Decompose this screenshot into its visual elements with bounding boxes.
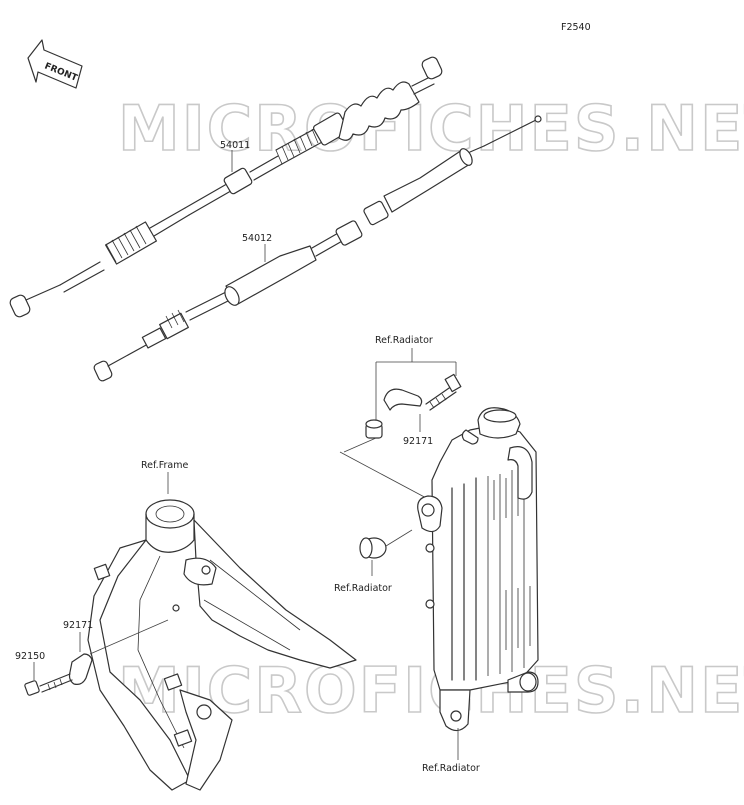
label-54012: 54012 bbox=[242, 233, 272, 244]
watermark-top: MICROFICHES.NET bbox=[118, 92, 744, 165]
label-92171-lower: 92171 bbox=[63, 620, 93, 631]
label-92171-upper: 92171 bbox=[403, 436, 433, 447]
ref-radiator-top: Ref.Radiator bbox=[375, 335, 433, 346]
figure-code: F2540 bbox=[561, 22, 591, 33]
radiator-assembly bbox=[417, 407, 539, 732]
label-54011: 54011 bbox=[220, 140, 250, 151]
ref-radiator-bottom: Ref.Radiator bbox=[422, 763, 480, 774]
frame-part bbox=[87, 499, 357, 791]
throttle-cable-54012 bbox=[93, 115, 542, 382]
front-arrow-icon: FRONT bbox=[27, 39, 83, 89]
label-92150: 92150 bbox=[15, 651, 45, 662]
clamp-92171-lower bbox=[68, 653, 93, 685]
ref-frame: Ref.Frame bbox=[141, 460, 188, 471]
ref-radiator-mid: Ref.Radiator bbox=[334, 583, 392, 594]
clamp-92171-upper bbox=[365, 388, 423, 439]
grommet-icon bbox=[359, 537, 387, 559]
bolt-92150 bbox=[24, 673, 73, 696]
bolt-icon bbox=[425, 373, 462, 411]
clutch-cable-54011 bbox=[9, 56, 443, 318]
